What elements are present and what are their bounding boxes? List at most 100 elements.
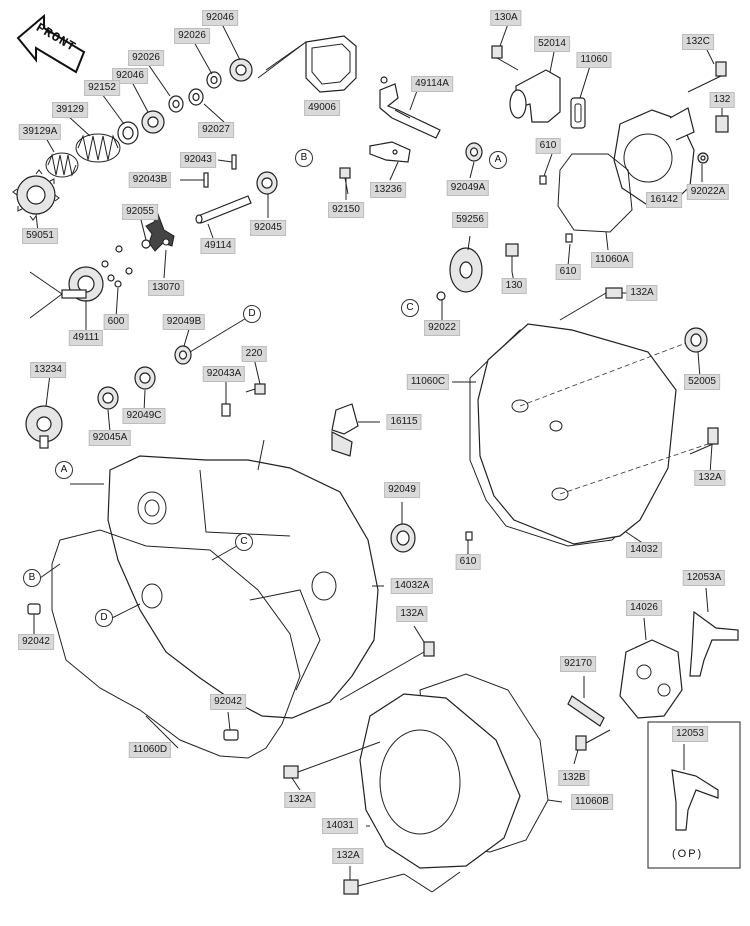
dowel-610-b [565, 233, 573, 243]
part-label-92049c: 92049C [122, 408, 166, 424]
part-label-92049a: 92049A [446, 180, 490, 196]
washer-92027 [188, 88, 204, 106]
part-label-52005: 52005 [684, 374, 720, 390]
seal-92152 [117, 121, 139, 145]
part-label-132a: 132A [626, 285, 658, 301]
bolt-130a [491, 45, 519, 71]
bolt-92170 [567, 695, 605, 727]
part-label-610: 610 [555, 264, 581, 280]
part-label-92026: 92026 [174, 28, 210, 44]
gasket-11060a [557, 153, 633, 233]
part-label-14026: 14026 [626, 600, 662, 616]
part-label-130: 130 [501, 278, 527, 294]
bracket-12053a [689, 610, 739, 677]
spring-39129 [75, 133, 121, 163]
part-label-92150: 92150 [328, 202, 364, 218]
part-label-600: 600 [103, 314, 129, 330]
part-label-130a: 130A [490, 10, 522, 26]
part-label-92043: 92043 [180, 152, 216, 168]
part-label-92049: 92049 [384, 482, 420, 498]
washer-92026-top [206, 71, 222, 89]
washer-92022 [436, 291, 446, 301]
dowel-610-c [465, 531, 473, 541]
bolt-220 [245, 383, 266, 395]
part-label-14032: 14032 [626, 542, 662, 558]
gear-13234 [25, 405, 63, 449]
part-label-13070: 13070 [148, 280, 184, 296]
part-label-12053: 12053 [672, 726, 708, 742]
part-label-92045: 92045 [250, 220, 286, 236]
dowel-92042-center [223, 729, 239, 741]
seal-52005 [684, 327, 708, 353]
bolt-132a-right [689, 427, 719, 455]
reference-mark-b: B [295, 149, 313, 167]
reference-mark-d: D [95, 609, 113, 627]
reference-mark-b: B [23, 569, 41, 587]
governor-49111 [29, 266, 104, 319]
gasket-11060 [570, 97, 586, 129]
part-label-12053a: 12053A [682, 570, 726, 586]
spring-39129a [45, 152, 79, 178]
reference-mark-d: D [243, 305, 261, 323]
part-label-92049b: 92049B [162, 314, 206, 330]
option-label: (OP) [672, 848, 704, 860]
part-label-610: 610 [455, 554, 481, 570]
reference-mark-c: C [401, 299, 419, 317]
part-label-132a: 132A [332, 848, 364, 864]
part-label-132a: 132A [396, 606, 428, 622]
pin-92043 [231, 154, 237, 170]
dowel-610-a [539, 175, 547, 185]
option-box [647, 721, 741, 869]
part-label-92170: 92170 [560, 656, 596, 672]
shaft-49114 [195, 195, 252, 224]
leader-lines [33, 23, 723, 880]
bolt-132a-upper-right [559, 287, 623, 321]
part-label-92042: 92042 [210, 694, 246, 710]
part-label-92022a: 92022A [686, 184, 730, 200]
part-label-220: 220 [241, 346, 267, 362]
pump-body-49006 [257, 35, 357, 93]
cover-14031 [359, 693, 521, 869]
impeller-59256 [449, 247, 483, 293]
pump-cover-16142 [613, 107, 695, 205]
part-label-13234: 13234 [30, 362, 66, 378]
bracket-12053 [671, 769, 719, 831]
part-label-610: 610 [535, 138, 561, 154]
bearing-92046-top [229, 58, 253, 82]
part-label-92043a: 92043A [202, 366, 246, 382]
bearing-92045 [256, 171, 278, 195]
part-label-11060: 11060 [576, 52, 612, 68]
part-label-16115: 16115 [386, 414, 422, 430]
part-label-11060d: 11060D [128, 742, 172, 758]
part-label-132a: 132A [694, 470, 726, 486]
part-label-13236: 13236 [370, 182, 406, 198]
part-label-59051: 59051 [22, 228, 58, 244]
part-label-49006: 49006 [304, 100, 340, 116]
crankcase-14032a [107, 439, 379, 719]
part-label-92045a: 92045A [88, 430, 132, 446]
gear-59051 [12, 169, 60, 221]
bolt-132 [715, 115, 729, 133]
part-label-39129a: 39129A [18, 124, 62, 140]
part-label-14032a: 14032A [390, 578, 434, 594]
part-label-132: 132 [709, 92, 735, 108]
front-arrow-icon [16, 13, 86, 74]
elbow-52014 [509, 69, 561, 123]
gasket-11060d [51, 529, 301, 759]
part-label-92026: 92026 [128, 50, 164, 66]
part-label-11060c: 11060C [406, 374, 450, 390]
part-label-49111: 49111 [68, 330, 104, 346]
part-label-92043b: 92043B [128, 172, 172, 188]
part-label-132c: 132C [682, 34, 714, 50]
bolt-130 [505, 243, 519, 272]
part-label-49114a: 49114A [411, 76, 453, 92]
bearing-92046-mid [141, 110, 165, 134]
bearing-92049 [390, 523, 416, 553]
seal-92049a [465, 142, 483, 162]
part-label-92055: 92055 [122, 204, 158, 220]
bolt-92150 [339, 167, 351, 195]
bolt-132a-lower-left [283, 741, 381, 779]
plug-16115 [331, 403, 380, 457]
pin-92043a [221, 403, 231, 417]
cover-14032 [477, 323, 709, 545]
